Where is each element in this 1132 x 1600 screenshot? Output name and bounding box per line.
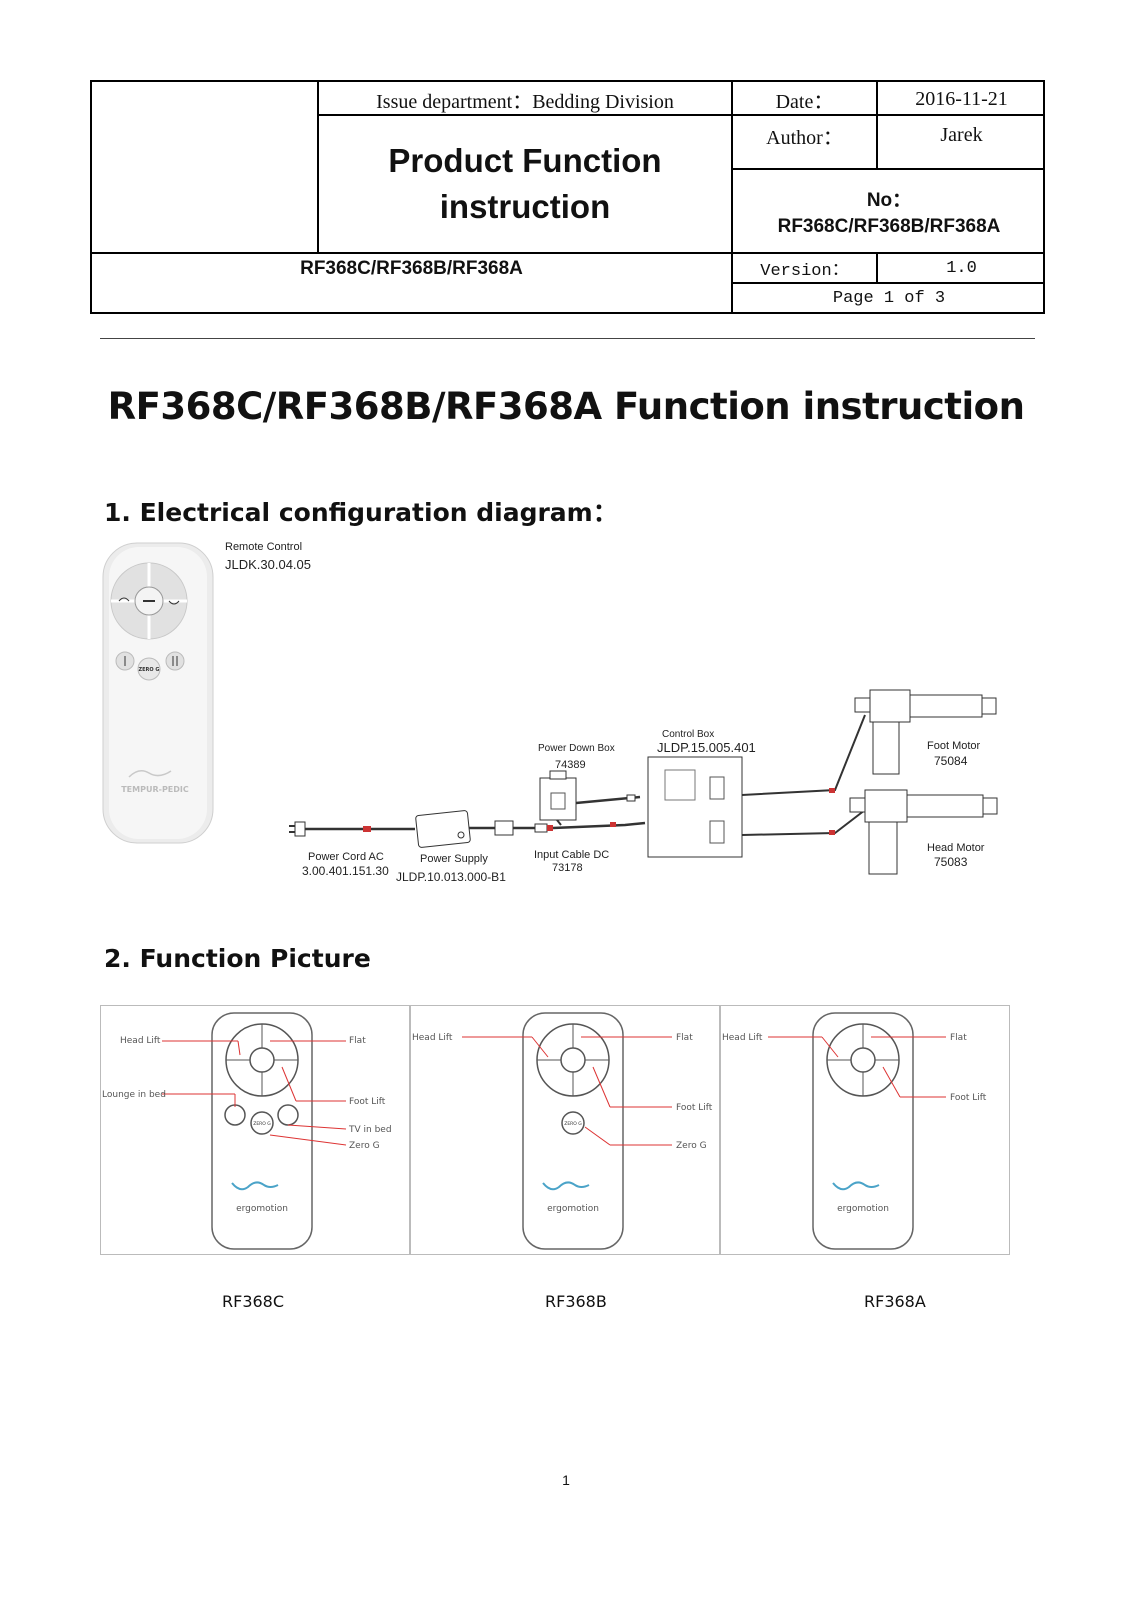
power-supply-title: Power Supply [420, 853, 488, 865]
remote-rf368c-figure: ZERO G ergomotion Head Lift Lounge in be… [100, 1005, 410, 1255]
rf368b-label-head-lift: Head Lift [412, 1033, 453, 1043]
no-label: No： [866, 189, 912, 211]
no-value: RF368C/RF368B/RF368A [777, 215, 1001, 237]
remote-brand-text: TEMPUR-PEDIC [121, 785, 189, 794]
section-1-heading: 1. Electrical configuration diagram： [104, 498, 618, 527]
rf368c-label-tv: TV in bed [348, 1125, 392, 1135]
power-down-code: 74389 [555, 759, 586, 771]
remote-control-code: JLDK.30.04.05 [225, 557, 311, 572]
doc-number: No： RF368C/RF368B/RF368A [733, 170, 1045, 252]
control-box-title: Control Box [662, 729, 714, 740]
rf368a-label-flat: Flat [950, 1033, 967, 1043]
power-cord-code: 3.00.401.151.30 [302, 864, 389, 878]
remote-control-image: ZERO G TEMPUR-PEDIC [102, 542, 214, 844]
header-table: Issue department：Bedding Division Date： … [90, 80, 1045, 314]
power-down-box-image [539, 770, 641, 826]
electrical-diagram: ZERO G TEMPUR-PEDIC Remote Control JLDK.… [102, 541, 998, 884]
input-cable-code: 73178 [552, 862, 583, 874]
rf368a-label-foot-lift: Foot Lift [950, 1093, 987, 1103]
power-down-title: Power Down Box [538, 743, 615, 754]
power-supply-code: JLDP.10.013.000-B1 [396, 870, 506, 884]
version-value: 1.0 [946, 258, 977, 278]
rf368c-label-zero-g: Zero G [349, 1141, 380, 1151]
rf368b-zero-text: ZERO G [564, 1121, 582, 1127]
rf368c-label-foot-lift: Foot Lift [349, 1097, 386, 1107]
remote-rf368b-figure: ZERO G ergomotion Head Lift Flat Foot Li… [410, 1005, 720, 1255]
rf368b-label-flat: Flat [676, 1033, 693, 1043]
version-label: Version： [760, 262, 849, 281]
section-2-heading: 2. Function Picture [104, 944, 371, 973]
rf368c-label-lounge: Lounge in bed [102, 1090, 166, 1100]
remote-zero-text: ZERO G [139, 667, 160, 673]
page-number: 1 [562, 1472, 570, 1488]
issue-department: Issue department：Bedding Division [376, 90, 674, 113]
head-motor-image [849, 789, 998, 875]
foot-motor-code: 75084 [934, 754, 968, 768]
caption-rf368c: RF368C [222, 1292, 285, 1311]
control-box-code: JLDP.15.005.401 [657, 740, 756, 755]
rf368c-brand: ergomotion [236, 1204, 288, 1214]
caption-rf368b: RF368B [545, 1292, 607, 1311]
rf368b-brand: ergomotion [547, 1204, 599, 1214]
date-label: Date： [775, 90, 834, 113]
separator-rule [100, 338, 1035, 339]
title-line-1: Product Function [388, 142, 662, 179]
power-cord-image [289, 821, 415, 837]
date-value: 2016-11-21 [915, 87, 1008, 110]
rf368b-label-foot-lift: Foot Lift [676, 1103, 713, 1113]
rf368a-brand: ergomotion [837, 1204, 889, 1214]
model-name: RF368C/RF368B/RF368A [300, 258, 523, 279]
input-cable-image [469, 820, 646, 836]
foot-motor-title: Foot Motor [927, 740, 981, 752]
control-box-image [647, 756, 743, 858]
rf368c-label-head-lift: Head Lift [120, 1036, 161, 1046]
remote-control-title: Remote Control [225, 541, 302, 553]
author-label: Author： [766, 126, 843, 149]
author-value: Jarek [940, 123, 983, 146]
head-motor-code: 75083 [934, 855, 968, 869]
power-cord-title: Power Cord AC [308, 851, 384, 863]
title-line-2: instruction [439, 188, 611, 225]
page-info: Page 1 of 3 [832, 288, 946, 308]
head-motor-title: Head Motor [927, 842, 985, 854]
rf368b-label-zero-g: Zero G [676, 1141, 707, 1151]
rf368c-zero-text: ZERO G [253, 1121, 271, 1127]
doc-title: RF368C/RF368B/RF368A Function instructio… [107, 385, 1025, 428]
rf368a-label-head-lift: Head Lift [722, 1033, 763, 1043]
input-cable-title: Input Cable DC [534, 849, 609, 861]
remote-rf368a-figure: ergomotion Head Lift Flat Foot Lift [720, 1005, 1010, 1255]
caption-rf368a: RF368A [864, 1292, 926, 1311]
rf368c-label-flat: Flat [349, 1036, 366, 1046]
doc-type-title: Product Function instruction [319, 116, 731, 252]
power-supply-image [415, 810, 471, 848]
foot-motor-image [854, 689, 997, 775]
